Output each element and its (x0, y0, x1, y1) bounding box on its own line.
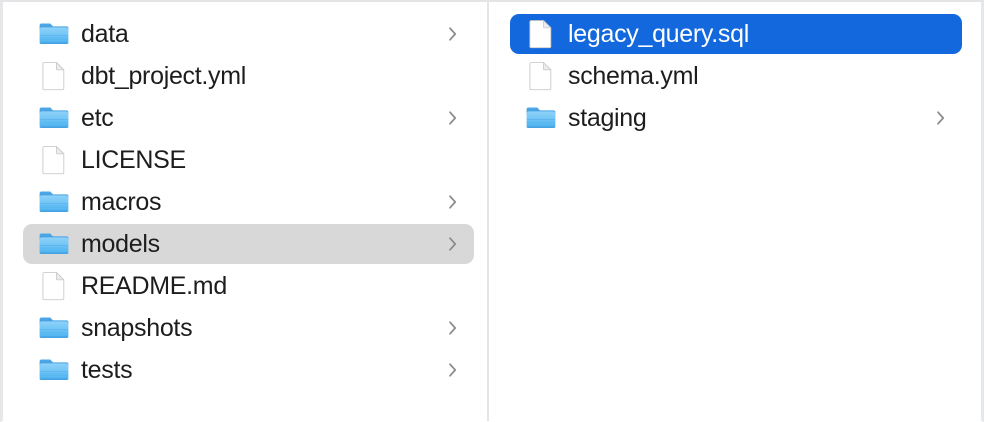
file-row-label: macros (81, 188, 162, 216)
file-row-label: legacy_query.sql (568, 20, 749, 48)
folder-icon (37, 353, 71, 387)
folder-icon (37, 17, 71, 51)
chevron-right-icon[interactable] (446, 359, 460, 381)
file-row-label: models (81, 230, 160, 258)
file-row[interactable]: data (23, 14, 474, 54)
file-row-label: dbt_project.yml (81, 62, 247, 90)
file-icon (37, 59, 71, 93)
file-row[interactable]: README.md (23, 266, 474, 306)
file-row[interactable]: models (23, 224, 474, 264)
file-row-label: tests (81, 356, 133, 384)
file-row[interactable]: schema.yml (510, 56, 962, 96)
chevron-right-icon[interactable] (446, 233, 460, 255)
chevron-right-icon[interactable] (446, 317, 460, 339)
file-row-label: staging (568, 104, 647, 132)
file-row[interactable]: tests (23, 350, 474, 390)
file-row-label: data (81, 20, 129, 48)
file-row-label: schema.yml (568, 62, 699, 90)
chevron-right-icon[interactable] (446, 107, 460, 129)
file-row-label: README.md (81, 272, 227, 300)
file-row[interactable]: legacy_query.sql (510, 14, 962, 54)
folder-icon (37, 185, 71, 219)
file-row[interactable]: etc (23, 98, 474, 138)
file-row-label: snapshots (81, 314, 193, 342)
file-row[interactable]: snapshots (23, 308, 474, 348)
chevron-right-icon[interactable] (934, 107, 948, 129)
folder-icon (524, 101, 558, 135)
file-row[interactable]: macros (23, 182, 474, 222)
file-row-label: LICENSE (81, 146, 186, 174)
finder-column-secondary[interactable]: legacy_query.sql schema.yml staging (489, 2, 978, 421)
file-icon (37, 143, 71, 177)
file-icon (37, 269, 71, 303)
chevron-right-icon[interactable] (446, 191, 460, 213)
chevron-right-icon[interactable] (446, 23, 460, 45)
file-icon (524, 17, 558, 51)
file-row[interactable]: dbt_project.yml (23, 56, 474, 96)
file-row[interactable]: staging (510, 98, 962, 138)
folder-icon (37, 101, 71, 135)
file-row[interactable]: LICENSE (23, 140, 474, 180)
folder-icon (37, 227, 71, 261)
folder-icon (37, 311, 71, 345)
file-icon (524, 59, 558, 93)
file-row-label: etc (81, 104, 114, 132)
